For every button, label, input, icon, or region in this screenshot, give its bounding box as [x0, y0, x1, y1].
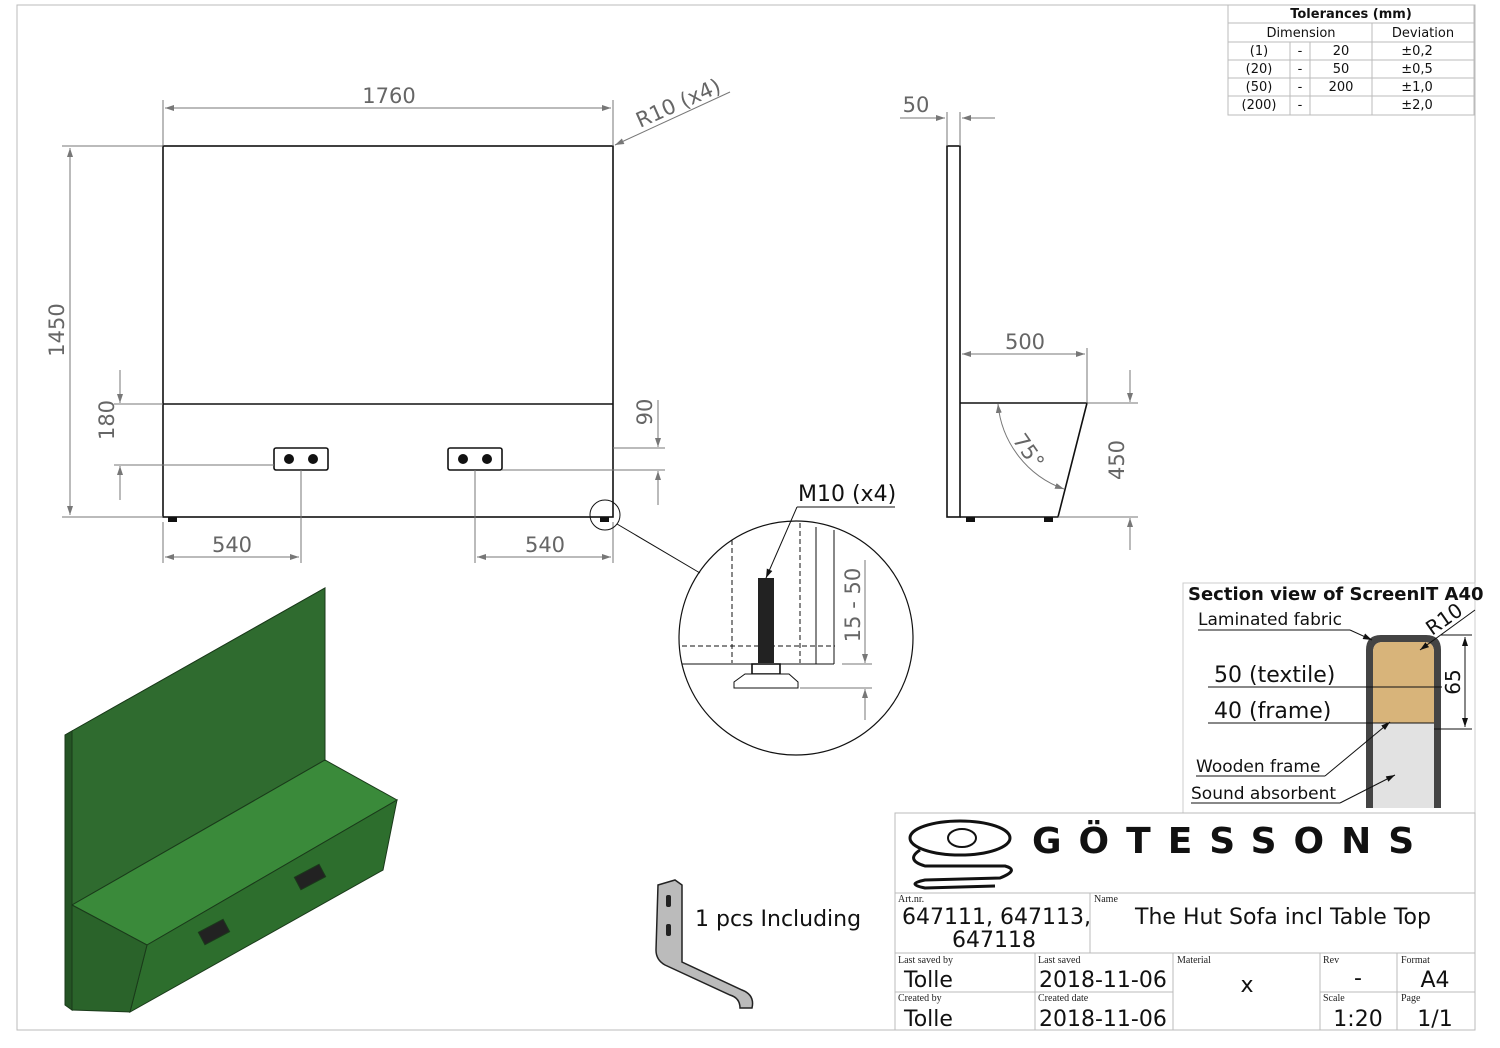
label-textile: 50 (textile) — [1214, 663, 1335, 688]
created-by-label: Created by — [898, 993, 942, 1004]
foot — [168, 517, 177, 522]
label-laminated: Laminated fabric — [1198, 610, 1342, 630]
page: 1/1 — [1417, 1007, 1452, 1032]
cell: ±2,0 — [1401, 98, 1433, 113]
sheet-border — [16, 4, 1476, 1031]
dim-left-offset: 540 — [212, 533, 252, 557]
dim-right-offset: 540 — [525, 533, 565, 557]
cell: - — [1298, 44, 1303, 59]
outlet-right — [447, 447, 503, 471]
tolerance-row: (200) - ±2,0 — [1242, 98, 1433, 113]
scale-label: Scale — [1323, 993, 1345, 1004]
created-date-label: Created date — [1038, 993, 1089, 1004]
brand-logo: GÖTESSONS — [908, 819, 1431, 890]
cell: (200) — [1242, 98, 1277, 113]
art-number-2: 647118 — [952, 928, 1036, 953]
col-dimension: Dimension — [1266, 26, 1335, 41]
cell: - — [1298, 62, 1303, 77]
tolerance-row: (20) - 50 ±0,5 — [1246, 62, 1433, 77]
cell: (20) — [1246, 62, 1273, 77]
bracket-label: 1 pcs Including — [695, 907, 861, 932]
dim-adjust: 15 - 50 — [841, 568, 865, 642]
last-saved: 2018-11-06 — [1039, 968, 1167, 993]
tolerance-row: (1) - 20 ±0,2 — [1250, 44, 1433, 59]
brand-name: GÖTESSONS — [1032, 820, 1431, 862]
tolerances-title: Tolerances (mm) — [1290, 7, 1412, 22]
cell: - — [1298, 80, 1303, 95]
foot — [600, 517, 609, 522]
created-by: Tolle — [903, 1007, 953, 1032]
detail-view: M10 (x4) 15 - 50 — [678, 482, 914, 756]
dim-angle: 75° — [1008, 429, 1049, 473]
cell: 50 — [1333, 62, 1350, 77]
title-block: GÖTESSONS Art.nr. 647111, 647113, 647118… — [894, 812, 1476, 1032]
last-saved-by-label: Last saved by — [898, 955, 953, 966]
dim-width: 1760 — [362, 84, 415, 108]
section-title: Section view of ScreenIT A40 — [1188, 584, 1484, 605]
cell: (1) — [1250, 44, 1268, 59]
label-frame: 40 (frame) — [1214, 699, 1331, 724]
tolerances-table: Tolerances (mm) Dimension Deviation (1) … — [1227, 4, 1475, 116]
dim-height: 1450 — [45, 303, 69, 356]
dim-outlet-height: 90 — [633, 399, 657, 426]
bracket: 1 pcs Including — [655, 879, 861, 1009]
tolerance-row: (50) - 200 ±1,0 — [1246, 80, 1433, 95]
cell: ±0,2 — [1401, 44, 1433, 59]
thread-label: M10 (x4) — [798, 482, 896, 507]
cell: ±0,5 — [1401, 62, 1433, 77]
cell: (50) — [1246, 80, 1273, 95]
name-label: Name — [1094, 894, 1118, 905]
format: A4 — [1420, 968, 1449, 993]
scale: 1:20 — [1333, 1007, 1382, 1032]
label-sound: Sound absorbent — [1191, 784, 1336, 804]
cell: 20 — [1333, 44, 1350, 59]
material-label: Material — [1177, 955, 1211, 966]
cell: - — [1298, 98, 1303, 113]
dim-lower: 180 — [95, 400, 119, 440]
created-date: 2018-11-06 — [1039, 1007, 1167, 1032]
dim-radius: R10 (x4) — [632, 74, 724, 133]
drawing-name: The Hut Sofa incl Table Top — [1134, 905, 1431, 930]
rev: - — [1354, 966, 1362, 991]
last-saved-by: Tolle — [903, 968, 953, 993]
dim-thickness: 50 — [903, 93, 930, 117]
wooden-frame-fill — [1373, 642, 1434, 723]
front-view: 1760 R10 (x4) 1450 180 90 540 540 — [45, 74, 731, 574]
rev-label: Rev — [1323, 955, 1339, 966]
label-height: 65 — [1441, 669, 1465, 694]
dim-depth: 500 — [1005, 330, 1045, 354]
format-label: Format — [1401, 955, 1430, 966]
art-number: 647111, 647113, — [902, 905, 1091, 930]
material: x — [1240, 973, 1253, 998]
label-wooden: Wooden frame — [1196, 757, 1320, 777]
art-label: Art.nr. — [898, 894, 924, 905]
col-deviation: Deviation — [1392, 26, 1454, 41]
threaded-rod — [758, 578, 774, 663]
outlet-left — [273, 447, 329, 471]
page-label: Page — [1401, 993, 1421, 1004]
last-saved-label: Last saved — [1038, 955, 1081, 966]
section-view: Section view of ScreenIT A40 Laminated f… — [1182, 582, 1484, 814]
side-view: 50 500 450 75° — [900, 93, 1138, 550]
cell: 200 — [1329, 80, 1354, 95]
dim-seat-height: 450 — [1105, 440, 1129, 480]
cell: ±1,0 — [1401, 80, 1433, 95]
isometric-view — [64, 587, 399, 1014]
